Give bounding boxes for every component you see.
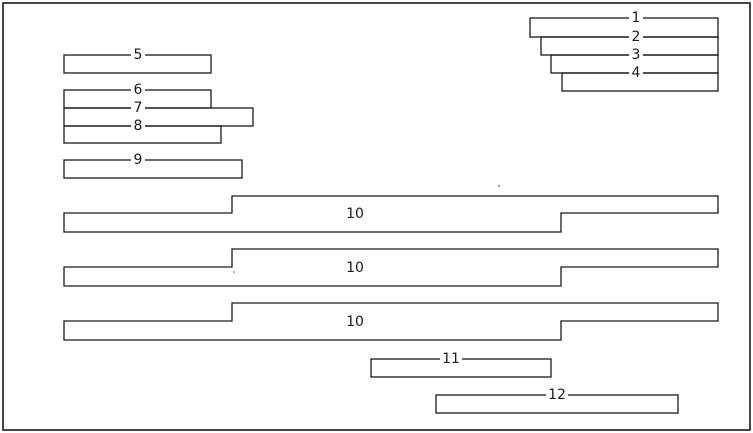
label-1: 1	[632, 10, 641, 26]
speck-mark	[498, 185, 500, 187]
label-11-group: 11	[440, 351, 462, 367]
label-6-group: 6	[131, 82, 145, 98]
label-3: 3	[632, 47, 641, 63]
label-1-group: 1	[629, 10, 643, 26]
stepped-block-10-row-2	[63, 248, 719, 287]
label-10-row-3: 10	[346, 314, 364, 330]
speck-mark	[233, 271, 235, 273]
label-5: 5	[134, 47, 143, 63]
label-12: 12	[548, 387, 566, 403]
label-11: 11	[442, 351, 460, 367]
label-10-row-2: 10	[346, 260, 364, 276]
label-4-group: 4	[629, 65, 643, 81]
label-8-group: 8	[131, 118, 145, 134]
label-9: 9	[134, 152, 143, 168]
label-7-group: 7	[131, 100, 145, 116]
label-6: 6	[134, 82, 143, 98]
label-3-group: 3	[629, 47, 643, 63]
block-7	[63, 107, 254, 127]
label-4: 4	[632, 65, 641, 81]
label-12-group: 12	[546, 387, 568, 403]
stepped-block-10-row-1	[63, 195, 719, 233]
label-10-row-1: 10	[346, 206, 364, 222]
label-7: 7	[134, 100, 143, 116]
label-2: 2	[632, 29, 641, 45]
label-9-group: 9	[131, 152, 145, 168]
label-8: 8	[134, 118, 143, 134]
label-2-group: 2	[629, 29, 643, 45]
label-5-group: 5	[131, 47, 145, 63]
stepped-block-10-row-3	[63, 302, 719, 341]
block-1	[529, 17, 719, 38]
block-9	[63, 159, 243, 179]
